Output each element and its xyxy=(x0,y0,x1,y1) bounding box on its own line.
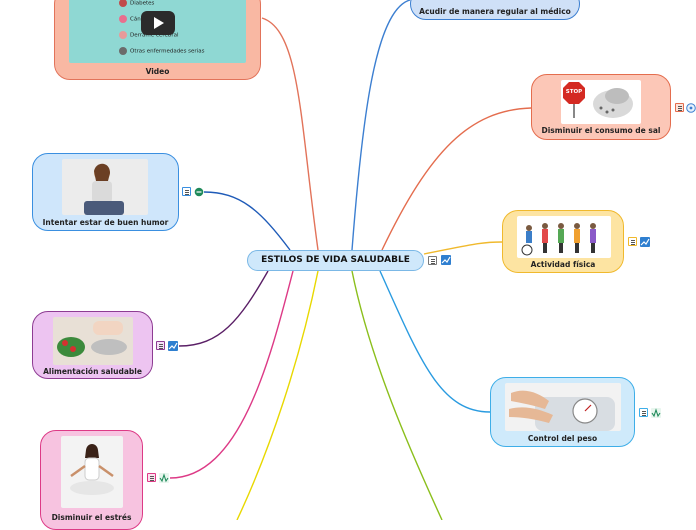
connector-estres xyxy=(169,270,294,479)
connector-green-down xyxy=(351,270,443,520)
topic-estres-label: Disminuir el estrés xyxy=(51,513,132,522)
video-list-item: Cáncer xyxy=(119,15,149,23)
humor-link-icon[interactable] xyxy=(194,187,204,197)
topic-peso[interactable]: Control del peso xyxy=(490,377,635,447)
play-button[interactable] xyxy=(141,11,175,35)
central-notes-icon[interactable] xyxy=(428,256,437,265)
sal-link-icon[interactable] xyxy=(686,103,696,113)
topic-video-label: Video xyxy=(145,67,170,76)
video-list-item: Diabetes xyxy=(119,0,154,7)
connector-video xyxy=(261,17,319,251)
topic-medico[interactable]: Acudir de manera regular al médico xyxy=(410,0,580,20)
estres-notes-icon[interactable] xyxy=(147,473,156,482)
actividad-chart-icon[interactable] xyxy=(640,237,650,247)
video-list: Diabetes Cáncer Derrame cerebral Otras e… xyxy=(119,0,239,63)
topic-estres[interactable]: Disminuir el estrés xyxy=(40,430,143,530)
estres-link-icon[interactable] xyxy=(159,473,169,483)
connector-yellow-down xyxy=(236,270,319,520)
topic-humor-label: Intentar estar de buen humor xyxy=(42,218,169,227)
alimentacion-image xyxy=(53,317,133,365)
stop-sign-icon xyxy=(563,82,585,104)
actividad-image xyxy=(517,216,611,258)
peso-image xyxy=(505,383,621,431)
connector-humor xyxy=(203,191,291,251)
topic-medico-label: Acudir de manera regular al médico xyxy=(419,7,571,16)
alimentacion-notes-icon[interactable] xyxy=(156,341,165,350)
humor-notes-icon[interactable] xyxy=(182,187,191,196)
connector-medico xyxy=(351,0,411,251)
stop-sign-text: STOP xyxy=(565,89,583,95)
connector-alimentacion xyxy=(178,270,269,347)
brain-icon xyxy=(119,31,127,39)
topic-actividad[interactable]: Actividad física xyxy=(502,210,624,273)
alimentacion-chart-icon[interactable] xyxy=(168,341,178,351)
sal-notes-icon[interactable] xyxy=(675,103,684,112)
actividad-notes-icon[interactable] xyxy=(628,237,637,246)
sal-image: STOP xyxy=(561,80,641,124)
connector-actividad xyxy=(423,241,503,255)
peso-notes-icon[interactable] xyxy=(639,408,648,417)
topic-alimentacion[interactable]: Alimentación saludable xyxy=(32,311,153,379)
video-thumbnail[interactable]: Diabetes Cáncer Derrame cerebral Otras e… xyxy=(69,0,246,63)
peso-link-icon[interactable] xyxy=(651,408,661,418)
humor-image xyxy=(62,159,148,215)
central-topic[interactable]: ESTILOS DE VIDA SALUDABLE xyxy=(247,250,424,271)
topic-humor[interactable]: Intentar estar de buen humor xyxy=(32,153,179,231)
video-list-item: Derrame cerebral xyxy=(119,31,179,39)
topic-video[interactable]: Diabetes Cáncer Derrame cerebral Otras e… xyxy=(54,0,261,80)
central-topic-label: ESTILOS DE VIDA SALUDABLE xyxy=(261,255,410,265)
ribbon-icon xyxy=(119,15,127,23)
connector-sal xyxy=(381,107,532,251)
estres-image xyxy=(61,436,123,508)
topic-sal[interactable]: STOP Disminuir el consumo de sal xyxy=(531,74,671,140)
topic-peso-label: Control del peso xyxy=(527,434,598,443)
topic-sal-label: Disminuir el consumo de sal xyxy=(541,126,661,135)
diabetes-icon xyxy=(119,0,127,7)
central-chart-icon[interactable] xyxy=(441,255,451,265)
connector-peso xyxy=(379,270,491,413)
topic-alimentacion-label: Alimentación saludable xyxy=(43,367,142,376)
play-icon xyxy=(154,17,164,29)
topic-actividad-label: Actividad física xyxy=(530,260,596,269)
people-icon xyxy=(119,47,127,55)
video-list-item: Otras enfermedades serias xyxy=(119,47,204,55)
